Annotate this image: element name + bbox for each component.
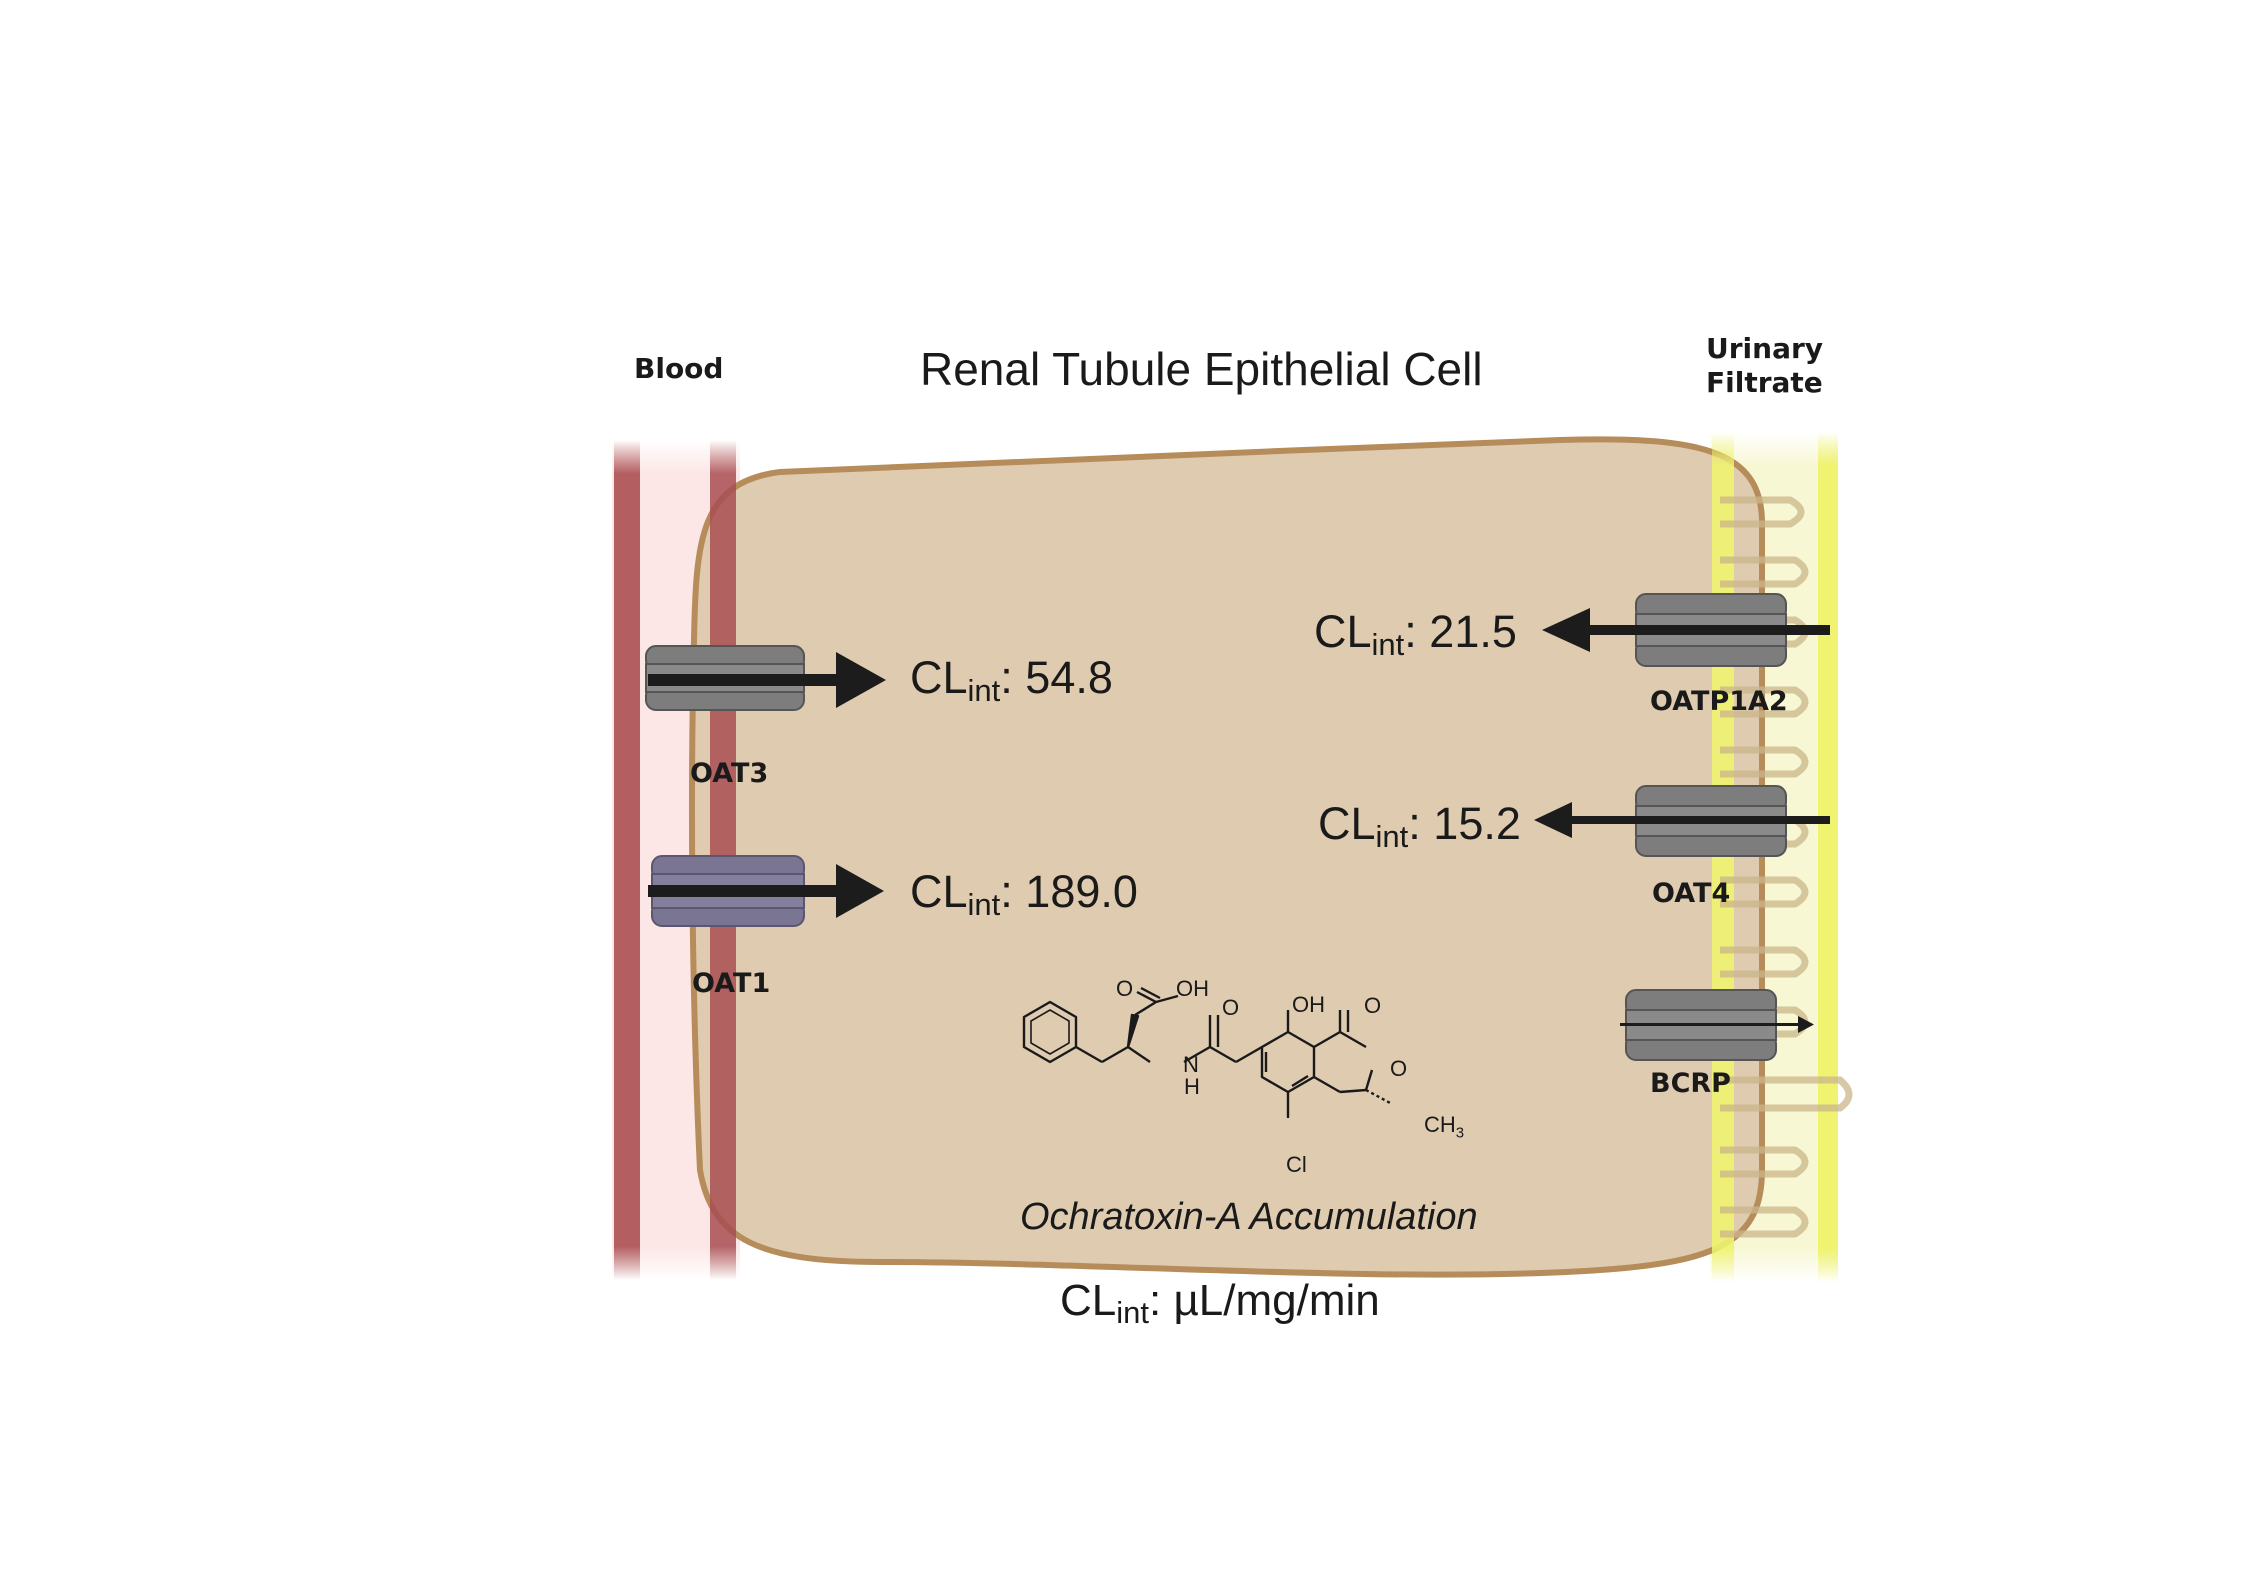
atom-n: N xyxy=(1183,1052,1199,1077)
oat1-label: OAT1 xyxy=(692,968,771,999)
oatp1a2-label: OATP1A2 xyxy=(1650,686,1788,717)
oat1-transporter-icon xyxy=(651,855,805,927)
oatp1a2-clint-value: CLint: 21.5 xyxy=(1314,606,1517,663)
clint-subscript: int xyxy=(967,673,1001,708)
cell-title: Renal Tubule Epithelial Cell xyxy=(920,343,1483,395)
atom-oh1: OH xyxy=(1176,976,1209,1001)
clint-number: : 189.0 xyxy=(1000,866,1138,917)
oat1-arrow xyxy=(648,864,884,918)
units-value: : µL/mg/min xyxy=(1149,1276,1380,1325)
clint-subscript: int xyxy=(967,887,1001,922)
atom-o1: O xyxy=(1116,976,1134,1001)
bcrp-arrow xyxy=(1620,1016,1814,1033)
units-prefix: CL xyxy=(1060,1276,1117,1325)
ch3-text: CH xyxy=(1424,1112,1456,1137)
atom-o2: O xyxy=(1222,995,1240,1020)
oat1-clint-value: CLint: 189.0 xyxy=(910,866,1138,923)
oatp1a2-transporter-icon xyxy=(1635,593,1787,667)
bcrp-transporter-icon xyxy=(1625,989,1777,1061)
epithelial-cell xyxy=(689,436,1765,1278)
clint-prefix: CL xyxy=(1318,798,1376,849)
blood-label: Blood xyxy=(634,352,724,385)
atom-oh2: OH xyxy=(1292,992,1325,1017)
clint-number: : 15.2 xyxy=(1408,798,1521,849)
oat3-label: OAT3 xyxy=(690,758,769,789)
clint-prefix: CL xyxy=(1314,606,1372,657)
atom-o3: O xyxy=(1364,993,1382,1018)
oatp1a2-arrow xyxy=(1542,608,1830,652)
filtrate-outer-edge xyxy=(1818,432,1838,1282)
ch3-subscript: 3 xyxy=(1455,1124,1465,1142)
urinary-label-line1: Urinary xyxy=(1706,332,1824,365)
oat4-label: OAT4 xyxy=(1652,878,1731,909)
atom-o4: O xyxy=(1390,1056,1408,1081)
units-subscript: int xyxy=(1116,1295,1149,1330)
molecule-caption: Ochratoxin-A Accumulation xyxy=(1020,1196,1478,1238)
blood-vessel-outer-wall xyxy=(614,440,640,1280)
clint-subscript: int xyxy=(1375,819,1409,854)
oat3-arrow xyxy=(648,652,886,708)
clint-subscript: int xyxy=(1371,627,1405,662)
urinary-label-line2: Filtrate xyxy=(1706,366,1823,399)
atom-cl: Cl xyxy=(1286,1152,1307,1177)
ochratoxin-a-structure-icon xyxy=(1022,986,1393,1118)
units-footnote: CLint: µL/mg/min xyxy=(1060,1276,1380,1331)
atom-ch3: CH3 xyxy=(1424,1112,1464,1141)
atom-h: H xyxy=(1184,1074,1200,1099)
clint-number: : 54.8 xyxy=(1000,652,1113,703)
oat4-clint-value: CLint: 15.2 xyxy=(1318,798,1521,855)
bcrp-label: BCRP xyxy=(1650,1068,1731,1099)
oat3-clint-value: CLint: 54.8 xyxy=(910,652,1113,709)
oat4-arrow xyxy=(1534,802,1830,838)
clint-prefix: CL xyxy=(910,652,968,703)
clint-number: : 21.5 xyxy=(1404,606,1517,657)
clint-prefix: CL xyxy=(910,866,968,917)
